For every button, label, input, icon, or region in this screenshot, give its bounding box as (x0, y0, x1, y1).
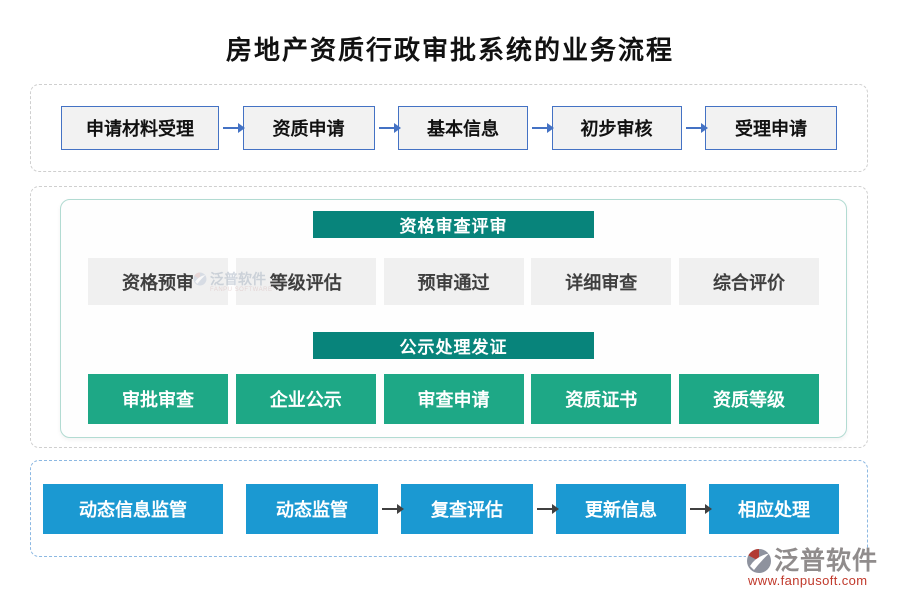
publish-step-1: 审批审查 (88, 374, 228, 424)
top-flow-container: 申请材料受理 资质申请 基本信息 初步审核 受理申请 (30, 84, 868, 172)
bottom-step-2: 动态监管 (246, 483, 378, 534)
middle-container: 资格审查评审 资格预审 等级评估 预审通过 详细审查 综合评价 公示处理发证 审… (30, 186, 868, 448)
review-step-4: 详细审查 (531, 258, 672, 305)
top-step-4: 初步审核 (551, 106, 682, 150)
page-title: 房地产资质行政审批系统的业务流程 (225, 35, 674, 65)
review-step-1: 资格预审 (88, 258, 228, 305)
fanpu-logo-icon (747, 549, 771, 573)
arrow-right-icon (528, 127, 552, 129)
bottom-flow-container: 动态信息监管 动态监管 复查评估 更新信息 相应处理 (30, 460, 868, 557)
brand-url[interactable]: www.fanpusoft.com (748, 573, 868, 588)
review-step-3: 预审通过 (383, 258, 524, 305)
top-step-1: 申请材料受理 (61, 106, 219, 150)
bottom-step-5: 相应处理 (709, 483, 839, 534)
review-step-2: 等级评估 (235, 258, 376, 305)
top-step-3: 基本信息 (398, 106, 528, 150)
arrow-right-icon (686, 507, 709, 510)
review-header-bar: 资格审查评审 (313, 211, 594, 238)
publish-step-4: 资质证书 (531, 374, 672, 424)
arrow-right-icon (219, 127, 243, 129)
top-step-5: 受理申请 (705, 106, 837, 150)
arrow-right-icon (682, 127, 706, 129)
bottom-step-3: 复查评估 (401, 483, 533, 534)
arrow-right-icon (375, 127, 399, 129)
brand-text: 泛普软件 (774, 547, 879, 575)
publish-step-2: 企业公示 (235, 374, 376, 424)
publish-step-5: 资质等级 (679, 374, 819, 424)
publish-header-bar: 公示处理发证 (313, 332, 594, 359)
bottom-step-4: 更新信息 (556, 483, 686, 534)
publish-step-3: 审查申请 (383, 374, 524, 424)
review-step-5: 综合评价 (679, 258, 819, 305)
bottom-step-1: 动态信息监管 (43, 483, 223, 534)
middle-panel: 资格审查评审 资格预审 等级评估 预审通过 详细审查 综合评价 公示处理发证 审… (60, 199, 847, 438)
arrow-right-icon (533, 507, 556, 510)
top-step-2: 资质申请 (242, 106, 375, 150)
arrow-right-icon (378, 507, 401, 510)
site-logo: 泛普软件 www.fanpusoft.com (746, 548, 896, 588)
